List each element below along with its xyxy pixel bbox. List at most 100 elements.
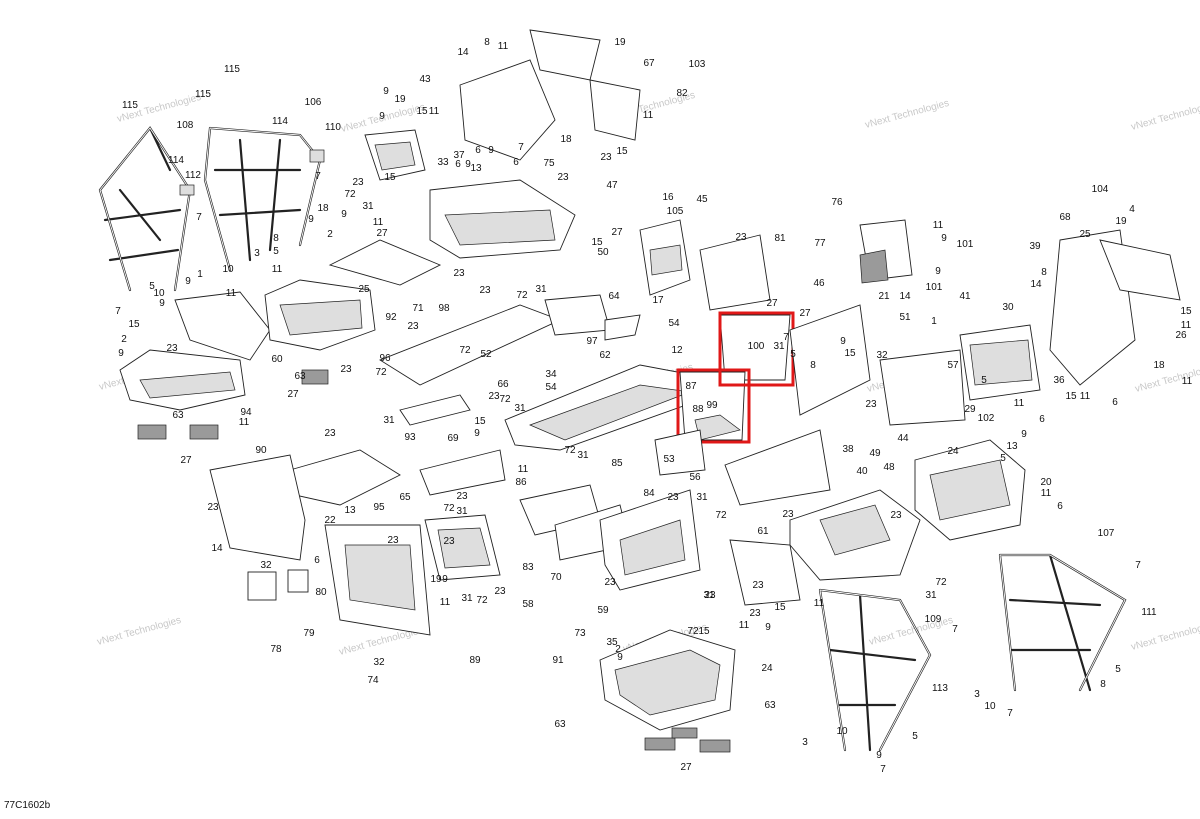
callout-number: 90	[255, 445, 267, 456]
callout-number: 101	[957, 239, 974, 250]
callout-number: 60	[271, 354, 283, 365]
callout-number: 114	[168, 155, 184, 166]
callout-number: 31	[535, 284, 547, 295]
callout-number: 9	[765, 622, 771, 633]
callout-number: 14	[1030, 279, 1042, 290]
callout-number: 72	[499, 394, 511, 405]
callout-number: 59	[597, 605, 609, 616]
callout-number: 11	[1182, 376, 1193, 387]
callout-number: 88	[692, 404, 704, 415]
rear-cargo-bin	[599, 629, 736, 753]
callout-number: 83	[522, 562, 534, 573]
callout-number: 39	[1029, 241, 1041, 252]
callout-number: 70	[550, 572, 562, 583]
callout-number: 63	[172, 410, 184, 421]
callout-number: 72	[687, 626, 699, 637]
callout-number: 31	[456, 506, 468, 517]
callout-number: 5	[981, 375, 987, 386]
callout-number: 5	[149, 281, 155, 292]
callout-number: 8	[273, 233, 279, 244]
center-tunnel	[289, 294, 721, 506]
callout-number: 72	[375, 367, 387, 378]
callout-number: 7	[315, 171, 321, 182]
callout-number: 99	[706, 400, 718, 411]
callout-number: 101	[926, 282, 943, 293]
callout-number: 26	[1175, 330, 1187, 341]
callout-number: 58	[522, 599, 534, 610]
callout-number: 15	[1065, 391, 1077, 402]
callout-number: 18	[1153, 360, 1165, 371]
callout-number: 75	[543, 158, 555, 169]
callout-number: 31	[577, 450, 589, 461]
callout-number: 9	[379, 111, 385, 122]
callout-number: 11	[1181, 320, 1192, 331]
callout-number: 31	[696, 492, 708, 503]
callout-number: 23	[752, 580, 764, 591]
callout-number: 13	[344, 505, 356, 516]
callout-number: 80	[315, 587, 327, 598]
callout-number: 31	[925, 590, 937, 601]
callout-number: 11	[440, 597, 451, 608]
callout-number: 19	[394, 94, 406, 105]
callout-number: 11	[1041, 488, 1052, 499]
callout-number: 35	[606, 637, 618, 648]
callout-number: 115	[122, 100, 138, 111]
callout-number: 49	[869, 448, 881, 459]
callout-number: 86	[515, 477, 527, 488]
callout-number: 85	[611, 458, 623, 469]
callout-number: 32	[373, 657, 385, 668]
callout-number: 11	[814, 598, 825, 609]
callout-number: 9	[185, 276, 191, 287]
highlighted-panels	[676, 311, 795, 444]
callout-number: 7	[783, 332, 789, 343]
callout-number: 6	[455, 159, 461, 170]
callout-number: 13	[470, 163, 482, 174]
callout-number: 20	[1040, 477, 1052, 488]
callout-number: 69	[447, 433, 459, 444]
callout-number: 23	[456, 491, 468, 502]
callout-number: 53	[663, 454, 675, 465]
callout-number: 11	[272, 264, 283, 275]
callout-number: 18	[560, 134, 572, 145]
callout-number: 23	[782, 509, 794, 520]
callout-number: 6	[1057, 501, 1063, 512]
callout-number: 14	[899, 291, 911, 302]
callout-number: 23	[166, 343, 178, 354]
callout-number: 15	[416, 106, 428, 117]
callout-number: 32	[260, 560, 272, 571]
callout-number: 36	[1053, 375, 1065, 386]
callout-number: 11	[739, 620, 750, 631]
callout-number: 5	[1000, 453, 1006, 464]
side-panel-left-lower	[209, 454, 501, 636]
callout-number: 46	[813, 278, 825, 289]
callout-number: 62	[599, 350, 611, 361]
callout-number: 4	[1129, 204, 1135, 215]
callout-number: 61	[757, 526, 769, 537]
callout-number: 24	[761, 663, 773, 674]
callout-number: 27	[611, 227, 623, 238]
callout-number: 7	[880, 764, 886, 775]
callout-number: 16	[662, 192, 674, 203]
callout-number: 7	[196, 212, 202, 223]
watermark-text: vNext Technologies	[864, 98, 950, 131]
callout-number: 57	[947, 360, 959, 371]
callout-number: 3	[254, 248, 260, 259]
callout-number: 7	[1007, 708, 1013, 719]
callout-number: 9	[118, 348, 124, 359]
callout-number: 29	[964, 404, 976, 415]
callout-number: 9	[840, 336, 846, 347]
callout-number: 97	[586, 336, 598, 347]
watermark-text: vNext Technologies	[96, 615, 182, 648]
callout-number: 78	[270, 644, 282, 655]
callout-number: 71	[412, 303, 424, 314]
callout-number: 27	[376, 228, 388, 239]
callout-number: 54	[545, 382, 557, 393]
callout-number: 114	[272, 116, 288, 127]
callout-number: 23	[207, 502, 219, 513]
callout-number: 12	[671, 345, 683, 356]
callout-number: 15	[128, 319, 140, 330]
callout-number: 77	[814, 238, 826, 249]
callout-number: 68	[1059, 212, 1071, 223]
callout-number: 23	[735, 232, 747, 243]
floor-pan-center	[519, 429, 921, 591]
